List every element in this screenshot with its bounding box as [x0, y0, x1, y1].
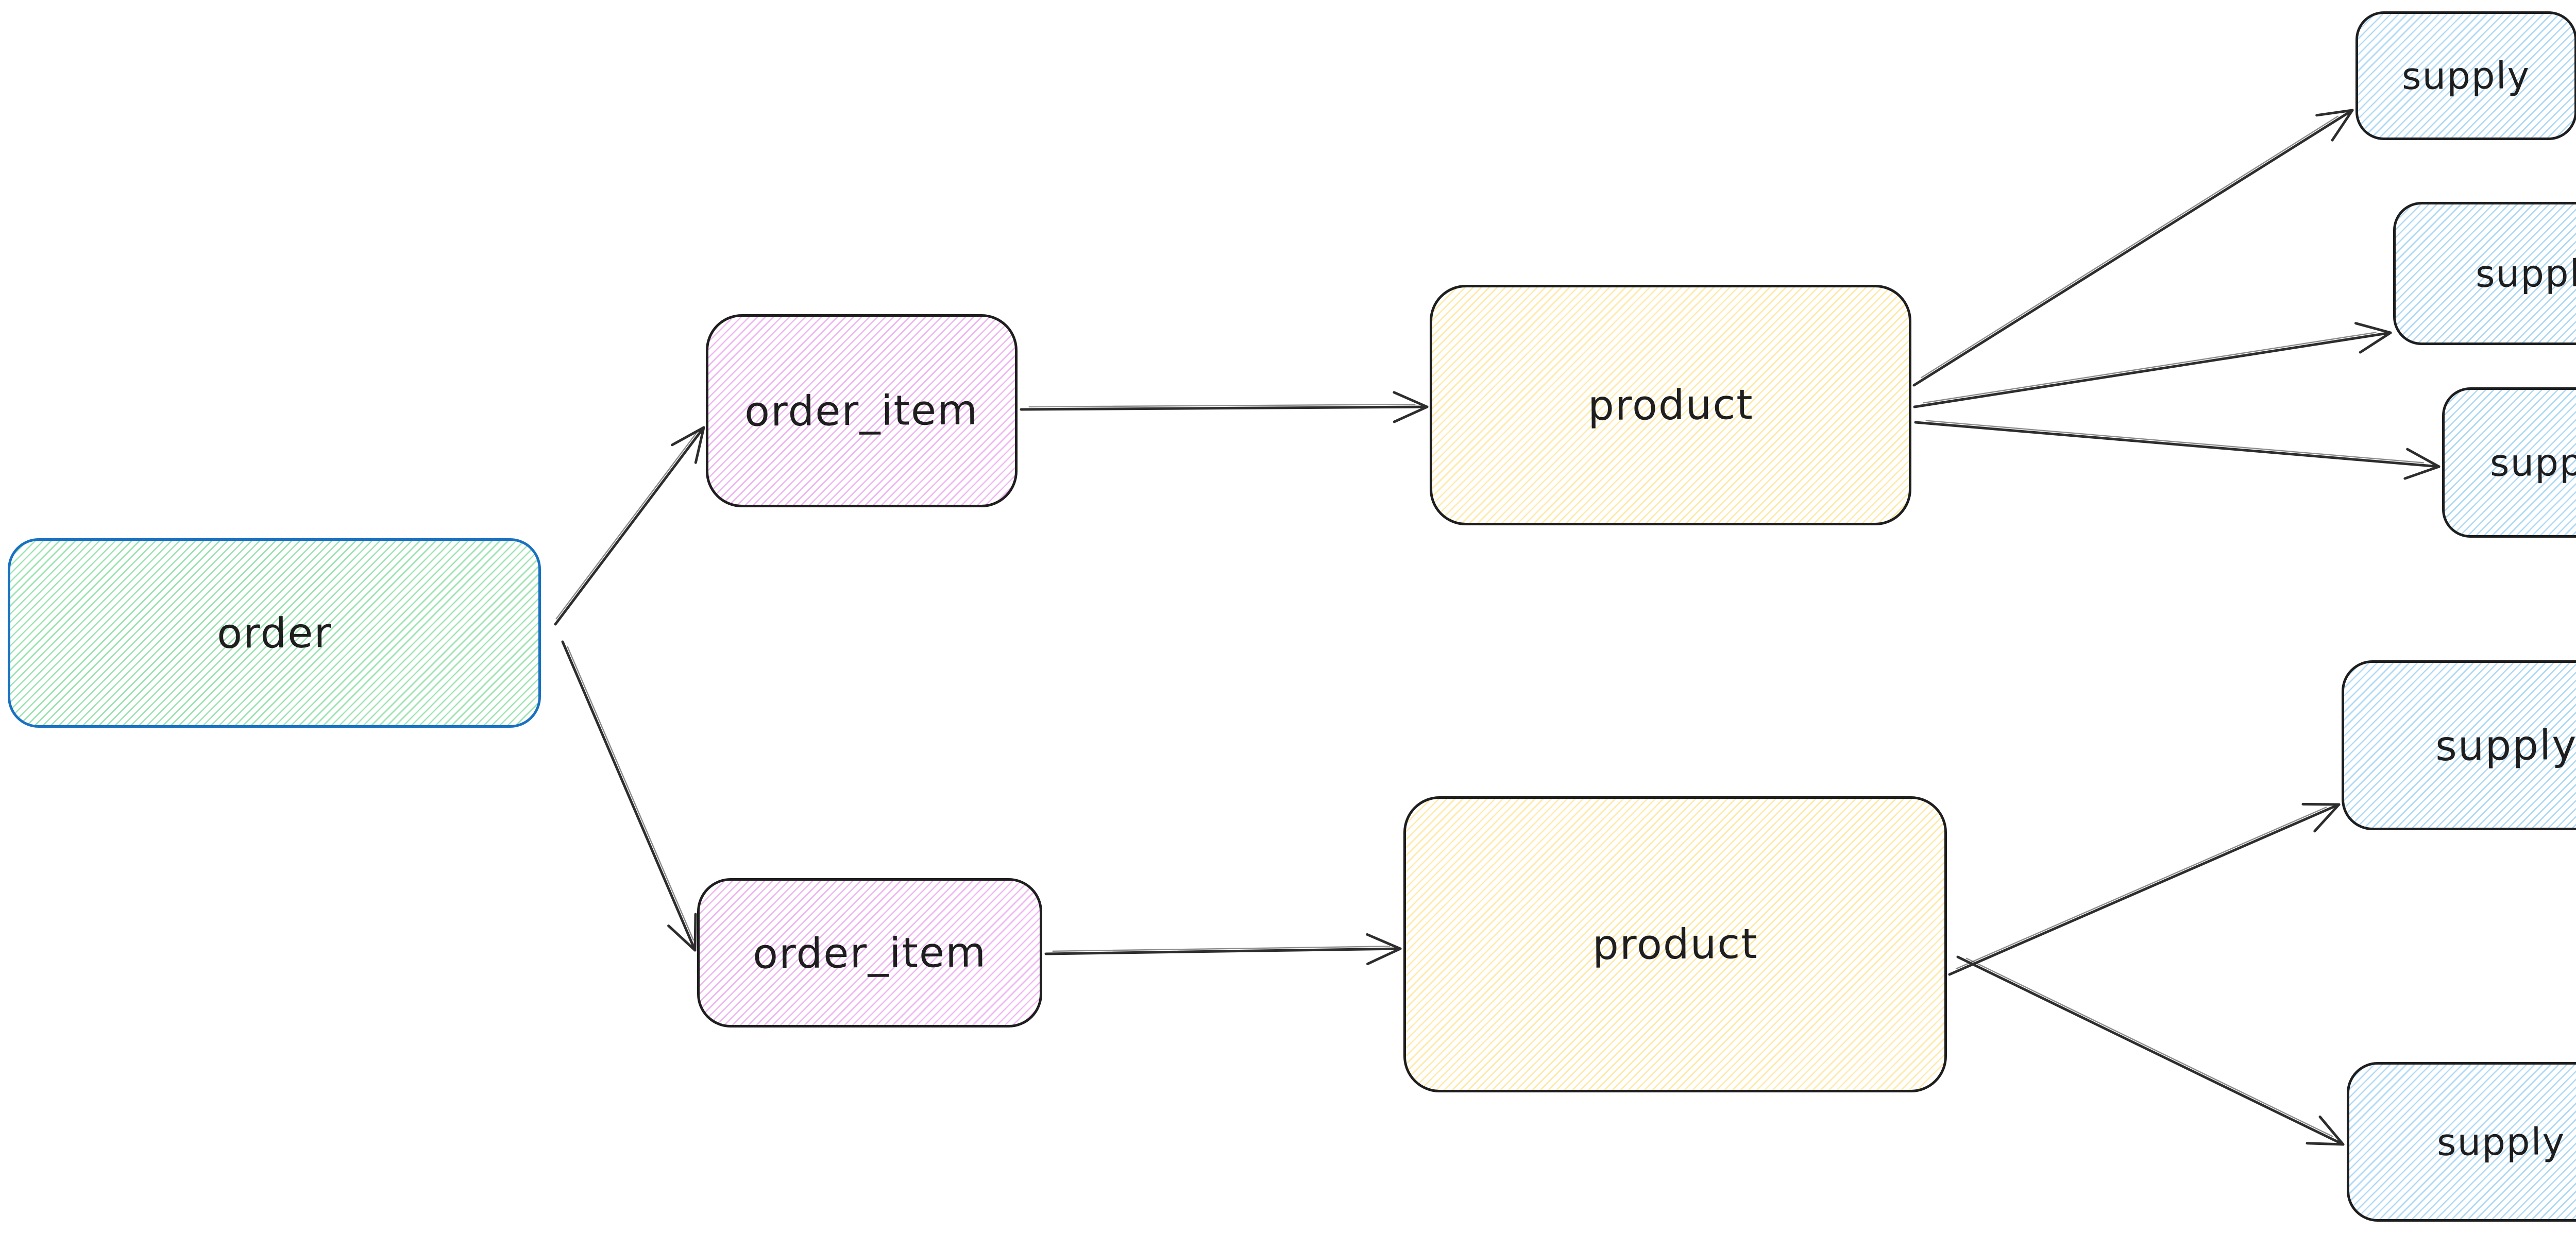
arrow-product-top-to-supply-2[interactable] — [1913, 322, 2392, 408]
supply-5-label: supply — [2437, 1120, 2566, 1164]
arrow-order-item-bottom-to-product-bottom[interactable] — [1044, 933, 1402, 965]
node-supply-4[interactable]: supply — [2342, 660, 2576, 830]
node-product-bottom[interactable]: product — [1403, 796, 1947, 1092]
arrow-product-bottom-to-supply-5[interactable] — [1956, 955, 2345, 1146]
supply-2-label: supply — [2476, 251, 2576, 296]
order-label: order — [216, 608, 332, 658]
node-order-item-bottom[interactable]: order_item — [697, 878, 1042, 1028]
arrow-order-to-order-item-top[interactable] — [554, 426, 705, 626]
node-order-item-top[interactable]: order_item — [706, 314, 1018, 507]
supply-1-label: supply — [2402, 54, 2531, 98]
product-top-label: product — [1587, 380, 1754, 430]
node-supply-5[interactable]: supply — [2347, 1062, 2576, 1222]
arrow-product-bottom-to-supply-4[interactable] — [1948, 802, 2341, 976]
arrow-order-to-order-item-bottom[interactable] — [561, 640, 697, 952]
product-bottom-label: product — [1592, 919, 1758, 969]
node-supply-2[interactable]: supply — [2393, 202, 2576, 345]
supply-3-label: supply — [2489, 440, 2576, 485]
order-item-top-label: order_item — [744, 386, 979, 436]
node-supply-3[interactable]: supply — [2442, 387, 2576, 538]
arrow-product-top-to-supply-3[interactable] — [1914, 420, 2441, 480]
node-supply-1[interactable]: supply — [2355, 11, 2576, 140]
order-item-bottom-label: order_item — [752, 928, 987, 978]
arrow-order-item-top-to-product-top[interactable] — [1020, 391, 1429, 423]
supply-4-label: supply — [2435, 721, 2576, 770]
node-product-top[interactable]: product — [1430, 285, 1911, 525]
node-order[interactable]: order — [8, 538, 541, 728]
arrow-product-top-to-supply-1[interactable] — [1912, 109, 2354, 387]
